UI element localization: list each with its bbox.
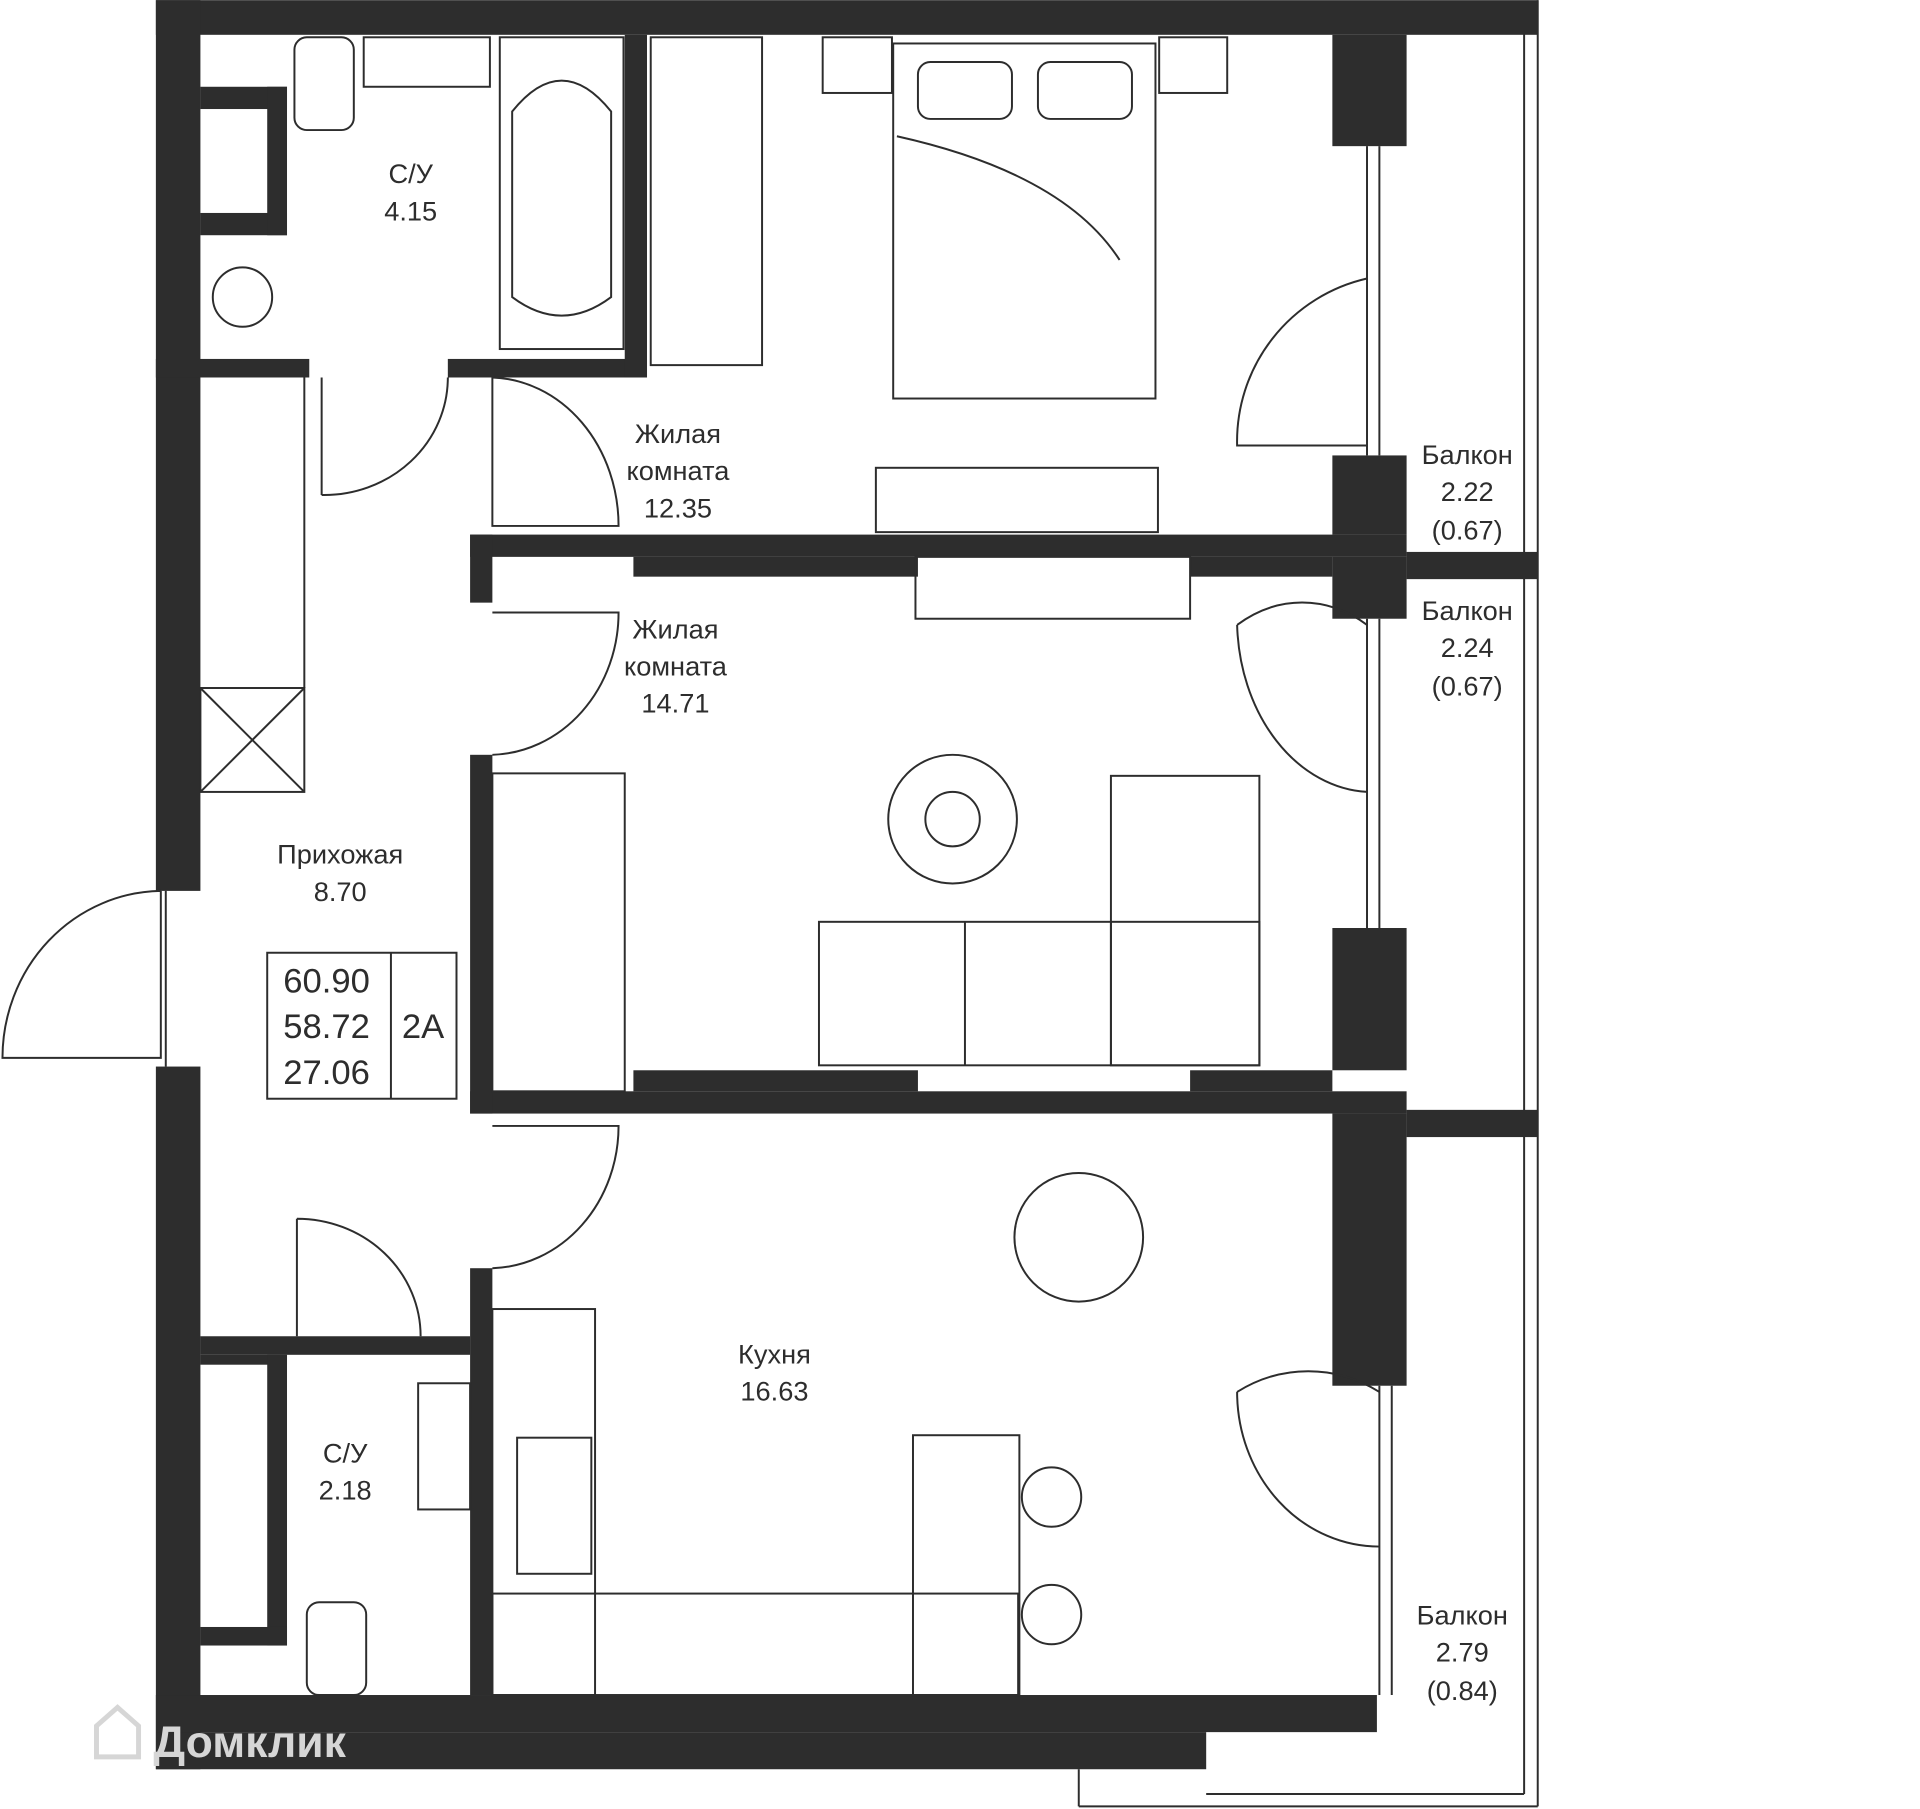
room-area: 2.18 bbox=[319, 1475, 372, 1506]
room-name: комната bbox=[624, 651, 728, 682]
room-area: 2.22 bbox=[1441, 476, 1494, 507]
room-reduced-area: (0.67) bbox=[1432, 670, 1503, 701]
room-area: 4.15 bbox=[384, 195, 437, 226]
summary-box: 60.90 58.72 27.06 2А bbox=[266, 951, 458, 1100]
room-area: 12.35 bbox=[644, 492, 712, 523]
room-name: Прихожая bbox=[277, 839, 403, 870]
room-name: комната bbox=[627, 455, 731, 486]
living-total-area: 58.72 bbox=[283, 1008, 370, 1046]
domclick-logo-icon bbox=[94, 1704, 142, 1760]
living-area: 27.06 bbox=[283, 1054, 370, 1092]
furniture bbox=[199, 36, 1261, 1697]
room-reduced-area: (0.67) bbox=[1432, 515, 1503, 546]
room-name: Балкон bbox=[1422, 595, 1513, 626]
room-name: Балкон bbox=[1422, 439, 1513, 470]
room-name: Балкон bbox=[1417, 1600, 1508, 1631]
room-area: 16.63 bbox=[740, 1376, 808, 1407]
room-area: 2.79 bbox=[1436, 1637, 1489, 1668]
room-area: 8.70 bbox=[314, 876, 367, 907]
room-name: Кухня bbox=[738, 1338, 811, 1369]
room-area: 14.71 bbox=[641, 688, 709, 719]
watermark: Домклик bbox=[94, 1704, 347, 1767]
balcony-outline bbox=[1077, 0, 1539, 1808]
room-area: 2.24 bbox=[1441, 632, 1494, 663]
watermark-text: Домклик bbox=[153, 1718, 346, 1767]
walls bbox=[155, 0, 1538, 1770]
doors-windows bbox=[1, 146, 1393, 1696]
room-reduced-area: (0.84) bbox=[1427, 1675, 1498, 1706]
room-name: Жилая bbox=[632, 614, 718, 645]
room-name: С/У bbox=[388, 158, 433, 189]
total-area: 60.90 bbox=[283, 962, 370, 1000]
apartment-type: 2А bbox=[402, 1008, 445, 1046]
room-name: С/У bbox=[323, 1437, 368, 1468]
room-name: Жилая bbox=[635, 418, 721, 449]
